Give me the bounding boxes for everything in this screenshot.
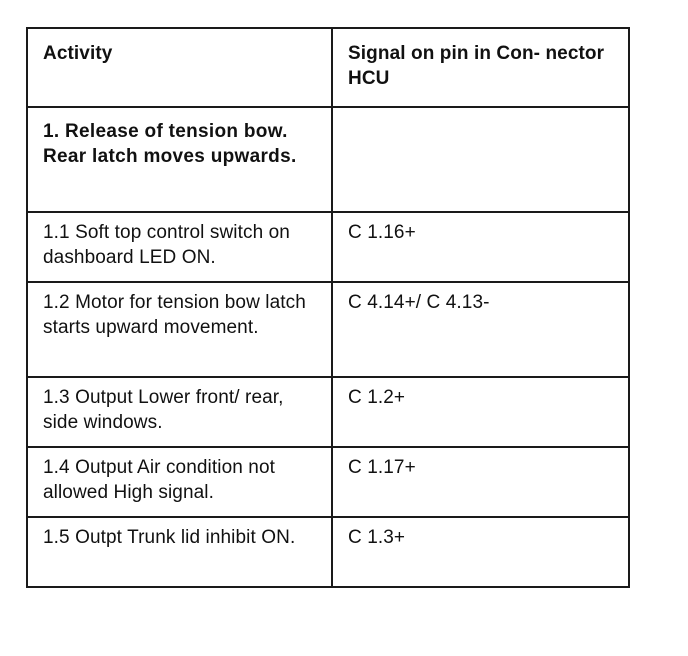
header-signal: Signal on pin in Con- nector HCU [331,27,630,108]
table-row: 1.4 Output Air condition not allowed Hig… [26,446,630,518]
table-row: 1.3 Output Lower front/ rear, side windo… [26,376,630,448]
activity-cell: 1. Release of tension bow. Rear latch mo… [26,106,333,213]
signal-text: C 1.3+ [348,527,406,548]
header-signal-text: Signal on pin in Con- nector HCU [348,43,605,89]
activity-cell: 1.4 Output Air condition not allowed Hig… [26,446,333,518]
signal-text: C 1.16+ [348,222,416,243]
signal-cell: C 1.2+ [331,376,630,448]
activity-cell: 1.2 Motor for tension bow latch starts u… [26,281,333,378]
activity-text: 1.5 Outpt Trunk lid inhibit ON. [43,527,296,548]
signal-cell: C 4.14+/ C 4.13- [331,281,630,378]
signal-cell: C 1.17+ [331,446,630,518]
signal-cell: C 1.16+ [331,211,630,283]
header-activity-text: Activity [43,43,113,64]
table-row: 1.5 Outpt Trunk lid inhibit ON. C 1.3+ [26,516,630,588]
activity-cell: 1.1 Soft top control switch on dashboard… [26,211,333,283]
activity-text: 1.2 Motor for tension bow latch starts u… [43,292,306,338]
activity-text: 1. Release of tension bow. Rear latch mo… [43,121,297,167]
table-row: 1.2 Motor for tension bow latch starts u… [26,281,630,378]
activity-text: 1.3 Output Lower front/ rear, side windo… [43,387,284,433]
table-header-row: Activity Signal on pin in Con- nector HC… [26,27,630,108]
signal-text: C 1.2+ [348,387,406,408]
signal-text: C 1.17+ [348,457,416,478]
activity-text: 1.1 Soft top control switch on dashboard… [43,222,290,268]
signal-table: Activity Signal on pin in Con- nector HC… [26,27,630,588]
activity-cell: 1.3 Output Lower front/ rear, side windo… [26,376,333,448]
signal-cell [331,106,630,213]
activity-text: 1.4 Output Air condition not allowed Hig… [43,457,276,503]
table-row: 1. Release of tension bow. Rear latch mo… [26,106,630,213]
header-activity: Activity [26,27,333,108]
signal-cell: C 1.3+ [331,516,630,588]
document-page: Activity Signal on pin in Con- nector HC… [26,27,630,588]
table-row: 1.1 Soft top control switch on dashboard… [26,211,630,283]
signal-text: C 4.14+/ C 4.13- [348,292,490,313]
activity-cell: 1.5 Outpt Trunk lid inhibit ON. [26,516,333,588]
